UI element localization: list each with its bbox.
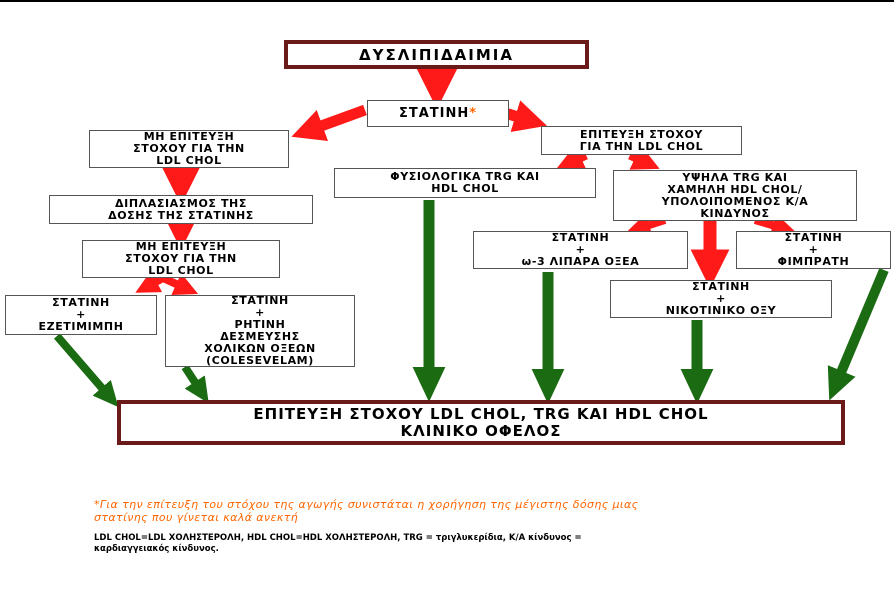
line: ΣΤΑΤΙΝΗ bbox=[52, 296, 110, 309]
arrow-resin-to-outcome bbox=[181, 364, 209, 404]
box-not-achieved-1: ΜΗ ΕΠΙΤΕΥΞΗ ΣΤΟΧΟΥ ΓΙΑ ΤΗΝ LDL CHOL bbox=[89, 130, 289, 168]
arrow-high-to-fibrate bbox=[753, 213, 796, 237]
line: ΕΠΙΤΕΥΞΗ ΣΤΟΧΟΥ LDL CHOL, TRG ΚΑΙ HDL CH… bbox=[253, 404, 709, 423]
line: + bbox=[255, 306, 265, 319]
statin-asterisk: * bbox=[469, 105, 478, 121]
line: HDL CHOL bbox=[431, 182, 499, 195]
line: ΣΤΟΧΟΥ ΓΙΑ ΤΗΝ bbox=[133, 142, 245, 155]
line: ΔΟΣΗΣ ΤΗΣ ΣΤΑΤΙΝΗΣ bbox=[108, 208, 254, 222]
line: LDL CHOL bbox=[156, 154, 222, 167]
footnote-line: *Για την επίτευξη του στόχου της αγωγής … bbox=[94, 498, 639, 511]
line: ΦΥΣΙΟΛΟΓΙΚΑ TRG ΚΑΙ bbox=[390, 170, 540, 183]
arrow-achieved-to-high bbox=[628, 145, 660, 170]
arrow-to-ezetimibe bbox=[135, 270, 165, 293]
arrow-fibrate-to-outcome bbox=[827, 268, 889, 401]
line: + bbox=[76, 308, 86, 321]
footnote: *Για την επίτευξη του στόχου της αγωγής … bbox=[94, 498, 834, 524]
line: ΥΠΟΛΟΙΠΟΜΕΝΟΣ Κ/Α bbox=[661, 194, 809, 208]
line: ΣΤΑΤΙΝΗ bbox=[551, 231, 610, 244]
line: ΧΟΛΙΚΩΝ ΟΞΕΩΝ bbox=[204, 342, 316, 355]
line: (COLESEVELAM) bbox=[206, 354, 314, 367]
box-fibrate: ΣΤΑΤΙΝΗ + ΦΙΜΠΡΑΤΗ bbox=[736, 231, 891, 269]
line: ΣΤΑΤΙΝΗ bbox=[692, 280, 750, 293]
box-statin: ΣΤΑΤΙΝΗ* bbox=[367, 100, 509, 127]
box-omega3: ΣΤΑΤΙΝΗ + ω-3 ΛΙΠΑΡΑ ΟΞΕΑ bbox=[473, 231, 688, 269]
line: LDL CHOL bbox=[148, 264, 214, 277]
line: ΜΗ ΕΠΙΤΕΥΞΗ bbox=[143, 130, 235, 143]
line: ΕΠΙΤΕΥΞΗ ΣΤΟΧΟΥ bbox=[580, 127, 703, 141]
line: ΚΛΙΝΙΚΟ ΟΦΕΛΟΣ bbox=[400, 421, 562, 440]
box-dyslipidemia: ΔΥΣΛΙΠΙΔΑΙΜΙΑ bbox=[284, 40, 589, 69]
arrow-high-to-omega3 bbox=[626, 213, 667, 237]
box-resin: ΣΤΑΤΙΝΗ + ΡΗΤΙΝΗ ΔΕΣΜΕΥΣΗΣ ΧΟΛΙΚΩΝ ΟΞΕΩΝ… bbox=[165, 295, 355, 367]
line: ΔΙΠΛΑΣΙΑΣΜΟΣ ΤΗΣ bbox=[115, 196, 247, 210]
arrow-to-resin bbox=[161, 273, 199, 295]
box-niacin: ΣΤΑΤΙΝΗ + ΝΙΚΟΤΙΝΙΚΟ ΟΞΥ bbox=[610, 280, 832, 318]
line: ΡΗΤΙΝΗ bbox=[234, 318, 286, 331]
line: ΚΙΝΔΥΝΟΣ bbox=[700, 206, 770, 220]
arrow-achieved-to-normal bbox=[556, 145, 588, 170]
line: ΥΨΗΛΑ TRG ΚΑΙ bbox=[682, 170, 788, 184]
line: ΦΙΜΠΡΑΤΗ bbox=[777, 255, 850, 268]
line: ω-3 ΛΙΠΑΡΑ ΟΞΕΑ bbox=[521, 255, 640, 268]
box-achieved: ΕΠΙΤΕΥΞΗ ΣΤΟΧΟΥ ΓΙΑ ΤΗΝ LDL CHOL bbox=[541, 126, 742, 155]
line: ΝΙΚΟΤΙΝΙΚΟ ΟΞΥ bbox=[665, 304, 777, 317]
box-not-achieved-2: ΜΗ ΕΠΙΤΕΥΞΗ ΣΤΟΧΟΥ ΓΙΑ ΤΗΝ LDL CHOL bbox=[82, 240, 280, 278]
box-double-dose: ΔΙΠΛΑΣΙΑΣΜΟΣ ΤΗΣ ΔΟΣΗΣ ΤΗΣ ΣΤΑΤΙΝΗΣ bbox=[49, 195, 313, 224]
line: ΜΗ ΕΠΙΤΕΥΞΗ bbox=[135, 240, 227, 253]
arrow-statin-to-not-achieved bbox=[291, 104, 367, 141]
line: ΔΕΣΜΕΥΣΗΣ bbox=[220, 330, 300, 343]
line: ΣΤΟΧΟΥ ΓΙΑ ΤΗΝ bbox=[125, 252, 237, 265]
title-text: ΔΥΣΛΙΠΙΔΑΙΜΙΑ bbox=[359, 45, 514, 64]
abbreviations: LDL CHOL=LDL ΧΟΛΗΣΤΕΡΟΛΗ, HDL CHOL=HDL Χ… bbox=[94, 533, 834, 555]
box-high-trg: ΥΨΗΛΑ TRG ΚΑΙ ΧΑΜΗΛΗ HDL CHOL/ ΥΠΟΛΟΙΠΟΜ… bbox=[613, 170, 857, 221]
box-normal-trg: ΦΥΣΙΟΛΟΓΙΚΑ TRG ΚΑΙ HDL CHOL bbox=[334, 168, 596, 198]
line: ΣΤΑΤΙΝΗ bbox=[784, 231, 843, 244]
abbreviations-line: καρδιαγγειακός κίνδυνος. bbox=[94, 544, 219, 554]
abbreviations-line: LDL CHOL=LDL ΧΟΛΗΣΤΕΡΟΛΗ, HDL CHOL=HDL Χ… bbox=[94, 533, 582, 543]
box-ezetimibe: ΣΤΑΤΙΝΗ + ΕΖΕΤΙΜΙΜΠΗ bbox=[5, 295, 157, 335]
line: ΕΖΕΤΙΜΙΜΠΗ bbox=[38, 320, 124, 333]
line: + bbox=[716, 292, 726, 305]
line: + bbox=[808, 243, 819, 256]
statin-label: ΣΤΑΤΙΝΗ bbox=[398, 105, 470, 121]
footnote-line: στατίνης που γίνεται καλά ανεκτή bbox=[94, 511, 299, 524]
box-outcome: ΕΠΙΤΕΥΞΗ ΣΤΟΧΟΥ LDL CHOL, TRG ΚΑΙ HDL CH… bbox=[117, 400, 845, 445]
line: ΧΑΜΗΛΗ HDL CHOL/ bbox=[667, 182, 803, 196]
line: + bbox=[575, 243, 586, 256]
arrow-ezetimibe-to-outcome bbox=[53, 333, 119, 408]
line: ΣΤΑΤΙΝΗ bbox=[231, 294, 289, 307]
top-border-line bbox=[0, 0, 894, 2]
line: ΓΙΑ ΤΗΝ LDL CHOL bbox=[579, 139, 704, 153]
